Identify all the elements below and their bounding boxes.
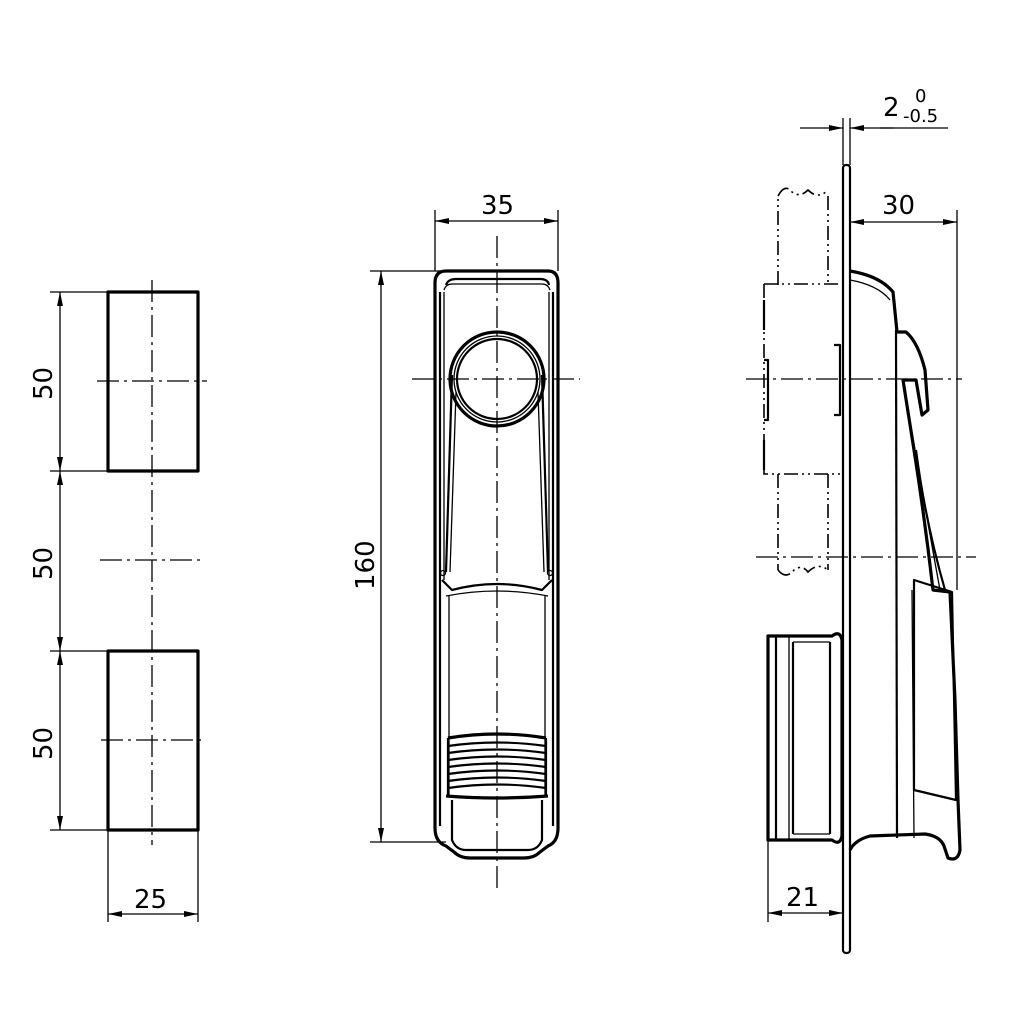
rear-cylinder-housing (766, 632, 844, 844)
dim-panel-thickness: 2 (883, 93, 900, 123)
side-view: 2 0 -0.5 30 21 (746, 86, 976, 955)
phantom-lock-body (763, 196, 840, 570)
dim-spacing-height: 50 (29, 547, 59, 580)
dim-front-projection: 30 (882, 191, 915, 221)
dim-panel-tol-lower: -0.5 (903, 106, 938, 127)
handle-side-profile (848, 269, 962, 861)
door-panel (841, 163, 852, 955)
dim-cutout-width: 25 (134, 885, 167, 915)
dim-front-height: 160 (351, 540, 381, 590)
dim-rear-projection: 21 (786, 883, 819, 913)
dim-upper-cutout-height: 50 (29, 367, 59, 400)
front-view: 35 160 (351, 191, 580, 888)
dim-lower-cutout-height: 50 (29, 727, 59, 760)
handle-outer-outline (433, 269, 560, 860)
cutout-view: 50 50 50 25 (29, 280, 207, 922)
dim-front-width: 35 (481, 191, 514, 221)
dim-panel-tol-upper: 0 (915, 86, 926, 107)
